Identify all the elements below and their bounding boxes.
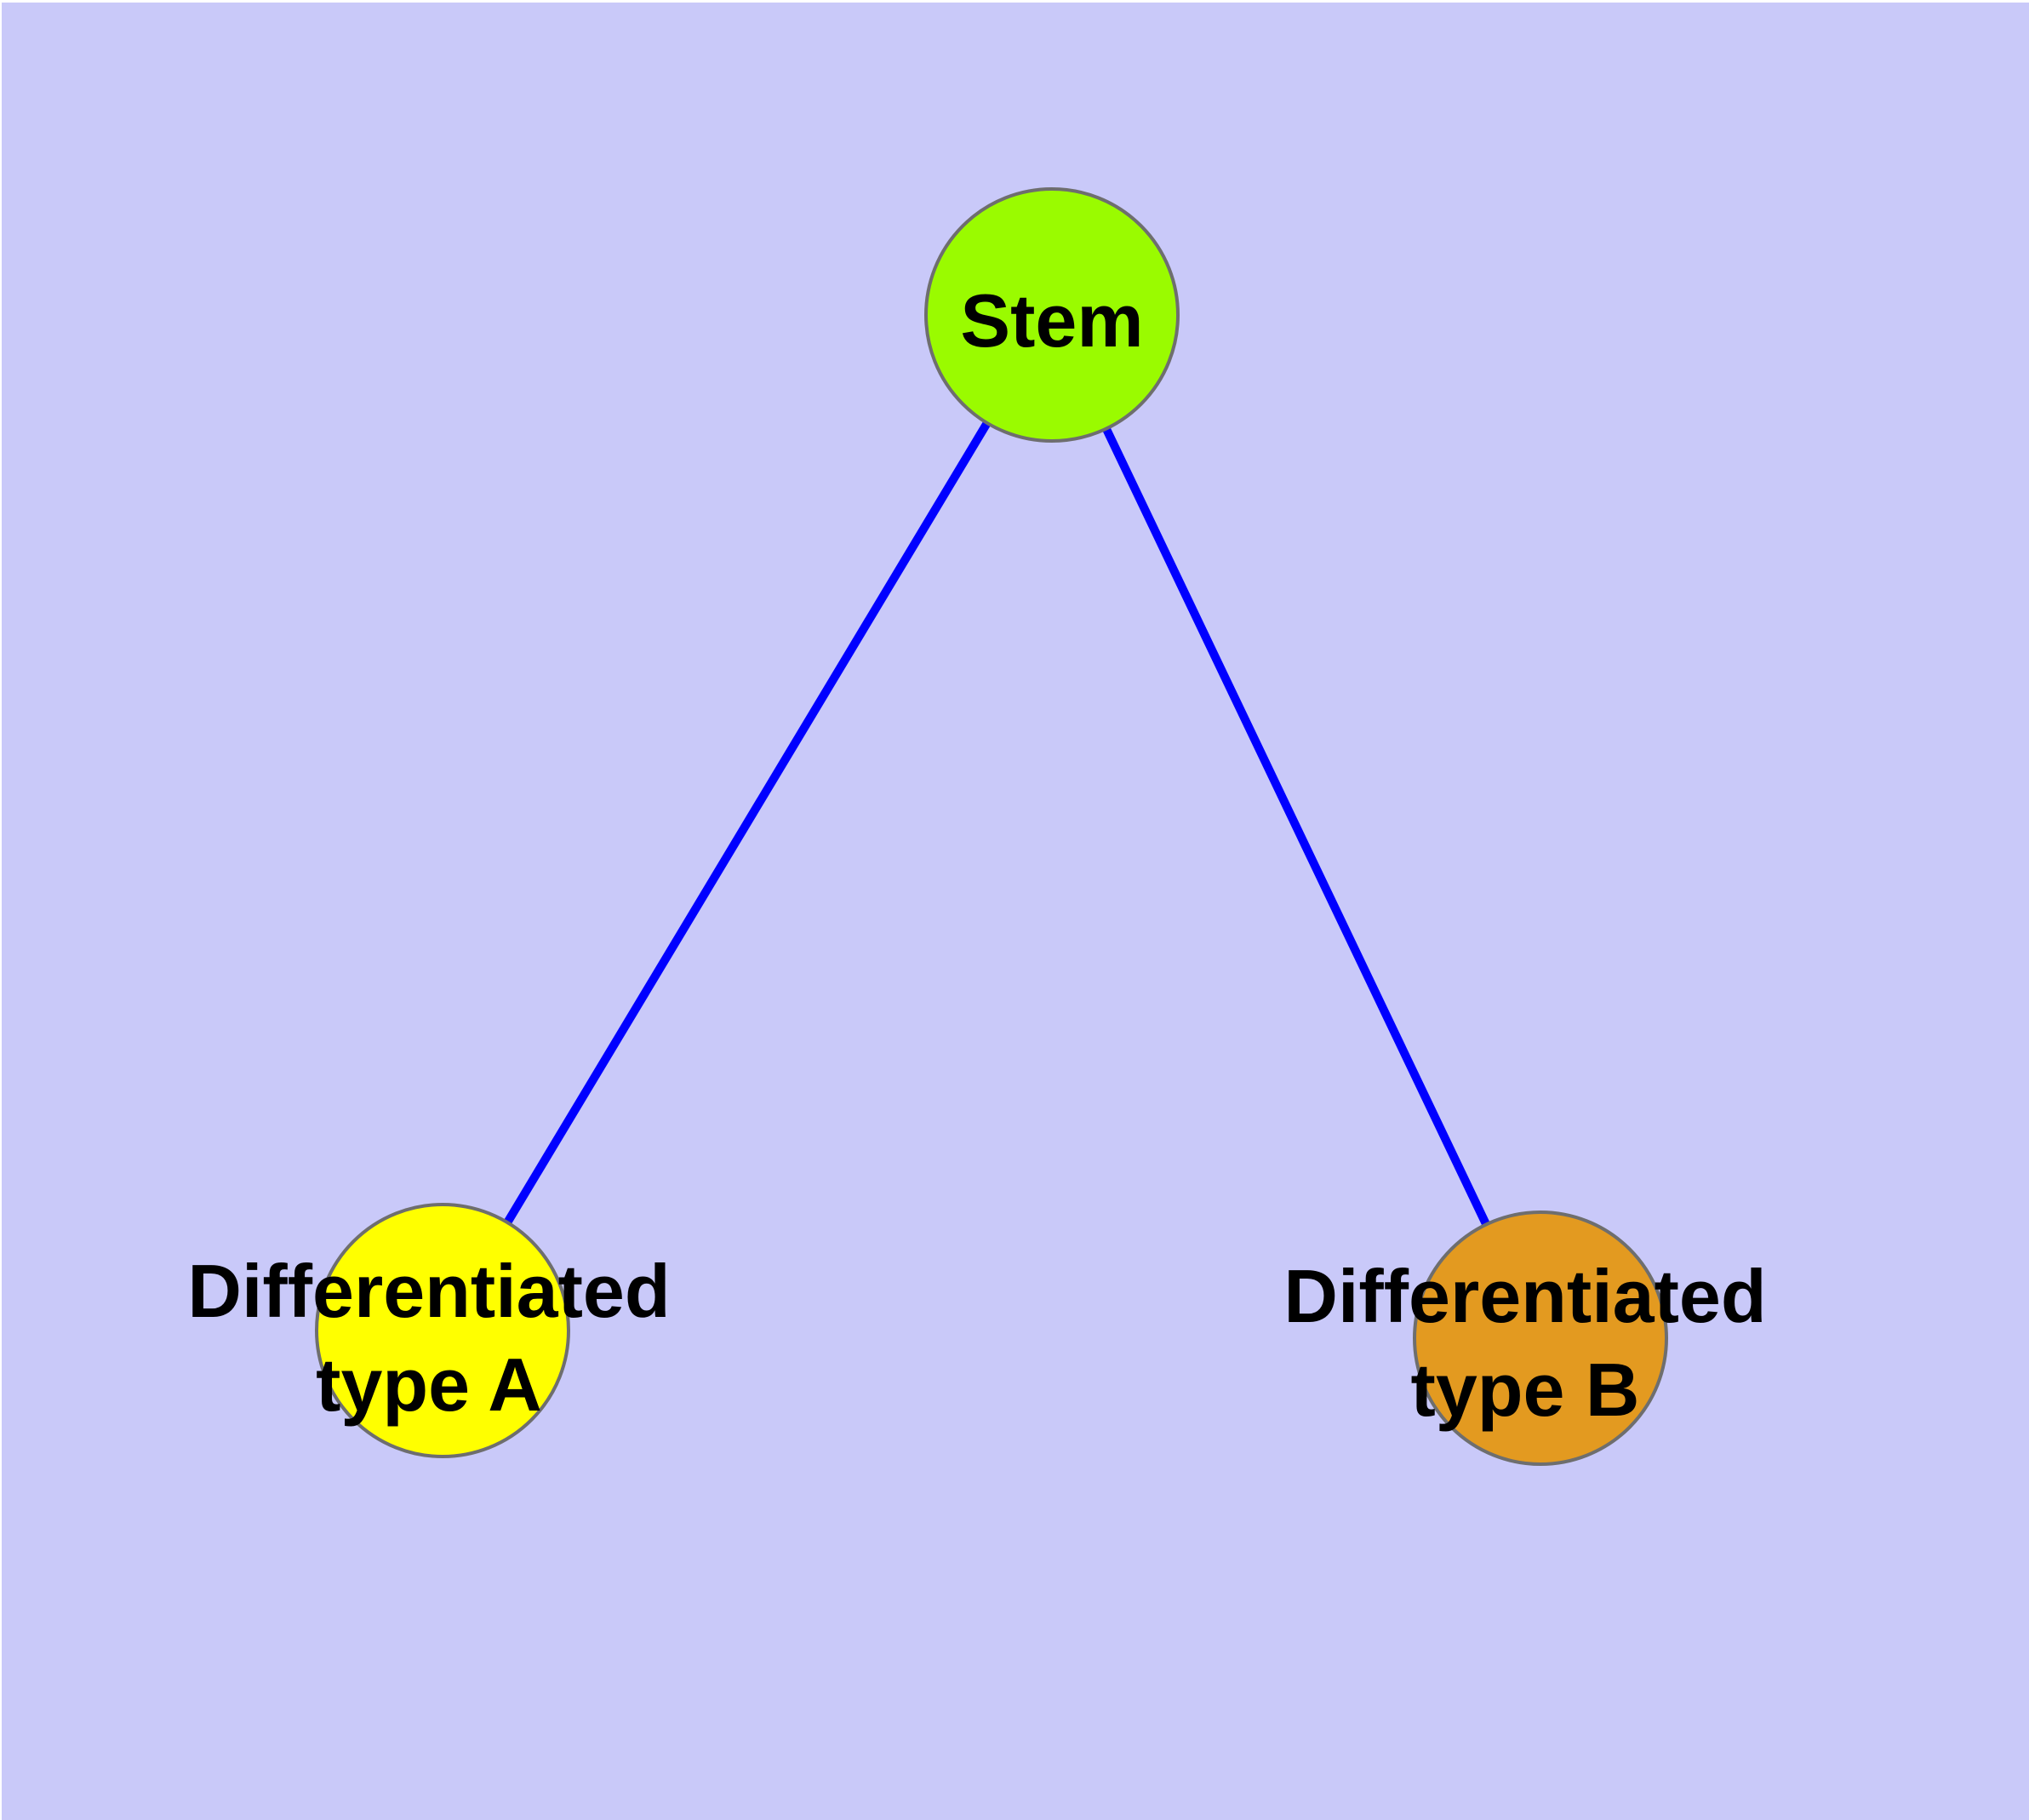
node-stem (924, 187, 1180, 443)
node-label-differentiated-type-b: Differentiated type B (1283, 1254, 1767, 1432)
edge-stem-to-type-b (1048, 312, 1545, 1341)
node-label-stem: Stem (960, 278, 1144, 363)
node-label-differentiated-type-a: Differentiated type A (187, 1249, 671, 1427)
edge-stem-to-type-a (438, 312, 1056, 1333)
node-differentiated-type-a (315, 1203, 570, 1458)
node-differentiated-type-b (1413, 1210, 1668, 1466)
